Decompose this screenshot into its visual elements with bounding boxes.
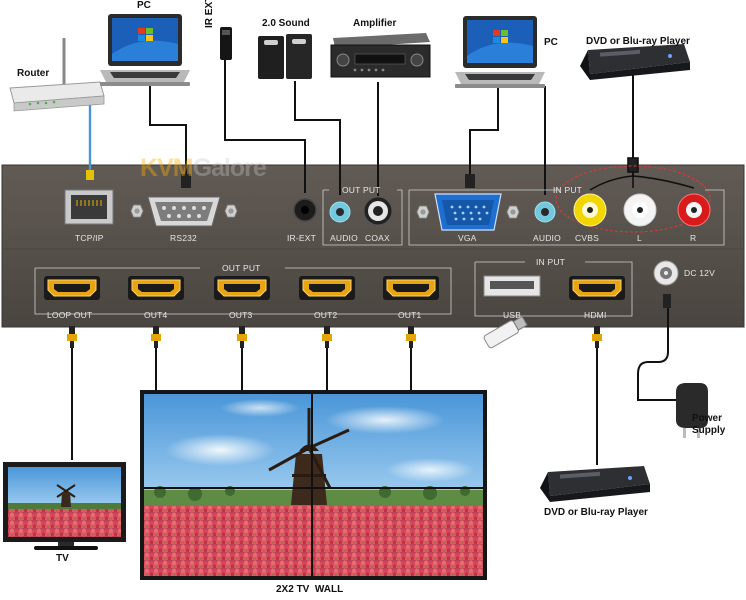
panel-label-out3: OUT3: [229, 310, 253, 320]
hdmi-output-group-outline: [34, 267, 452, 315]
usb-flash-drive: [483, 315, 528, 349]
dc-12v-jack: [653, 260, 679, 286]
panel-label-vga: VGA: [458, 233, 477, 243]
input-bottom-group-outline: [474, 261, 633, 317]
watermark-part2: Galore: [192, 154, 267, 182]
router-device: [9, 38, 105, 112]
panel-label-l: L: [637, 233, 642, 243]
label-power-supply-2: Supply: [692, 425, 726, 436]
ir-ext-jack: [293, 198, 317, 222]
dc-plug: [663, 294, 671, 308]
panel-label-out4: OUT4: [144, 310, 168, 320]
panel-label-r: R: [690, 233, 696, 243]
label-dvd-bottom: DVD or Blu-ray Player: [544, 507, 648, 518]
panel-label-input-bottom: IN PUT: [536, 257, 565, 267]
device-rear-panel: [1, 164, 745, 328]
tcpip-rj45-port: [64, 170, 114, 225]
brand-watermark: KVMGalore: [140, 154, 267, 183]
panel-label-ir-ext: IR-EXT: [287, 233, 316, 243]
panel-label-out1: OUT1: [398, 310, 422, 320]
label-dvd-top: DVD or Blu-ray Player: [586, 36, 690, 47]
rca-cable-split: [589, 157, 695, 191]
rca-left-white: [623, 193, 657, 227]
vga-port: [416, 174, 520, 231]
panel-label-output-top: OUT PUT: [342, 185, 381, 195]
panel-label-hdmi: HDMI: [584, 310, 607, 320]
usb-port: [483, 275, 541, 297]
panel-label-usb: USB: [503, 310, 521, 320]
label-pc-right: PC: [544, 37, 558, 48]
panel-label-tcpip: TCP/IP: [75, 233, 104, 243]
label-tv: TV: [56, 553, 69, 564]
rca-right-red: [677, 193, 711, 227]
label-amplifier: Amplifier: [353, 18, 397, 29]
coax-port: [363, 196, 393, 226]
rca-highlight-ellipse: [555, 165, 711, 233]
panel-label-out2: OUT2: [314, 310, 338, 320]
label-pc-left: PC: [137, 0, 151, 11]
stereo-speakers: [258, 34, 312, 79]
panel-label-dc: DC 12V: [684, 268, 715, 278]
label-tv-wall: 2X2 TV WALL: [276, 584, 344, 595]
panel-label-input-top: IN PUT: [553, 185, 582, 195]
panel-label-loop-out: LOOP OUT: [47, 310, 92, 320]
rs232-db9-port: [130, 174, 238, 227]
panel-label-coax: COAX: [365, 233, 390, 243]
audio-out-jack: [329, 201, 351, 223]
audio-output-group-outline: [322, 189, 403, 246]
panel-label-rs232: RS232: [170, 233, 197, 243]
rca-cvbs-yellow: [573, 193, 607, 227]
tv-display: [3, 462, 126, 550]
label-sound: 2.0 Sound: [262, 18, 310, 29]
power-supply-adapter: [676, 383, 708, 438]
panel-label-audio-in: AUDIO: [533, 233, 561, 243]
input-group-outline: [408, 189, 725, 246]
amplifier-device: [330, 33, 431, 78]
panel-label-output-hdmi: OUT PUT: [222, 263, 261, 273]
label-power-supply-1: Power: [692, 413, 723, 424]
label-router: Router: [17, 68, 50, 79]
panel-label-audio-out: AUDIO: [330, 233, 358, 243]
audio-in-jack: [534, 201, 556, 223]
panel-label-cvbs: CVBS: [575, 233, 599, 243]
tv-wall-2x2: [140, 390, 487, 580]
watermark-part1: KVM: [140, 154, 194, 182]
ir-extender-receiver: [220, 27, 232, 60]
